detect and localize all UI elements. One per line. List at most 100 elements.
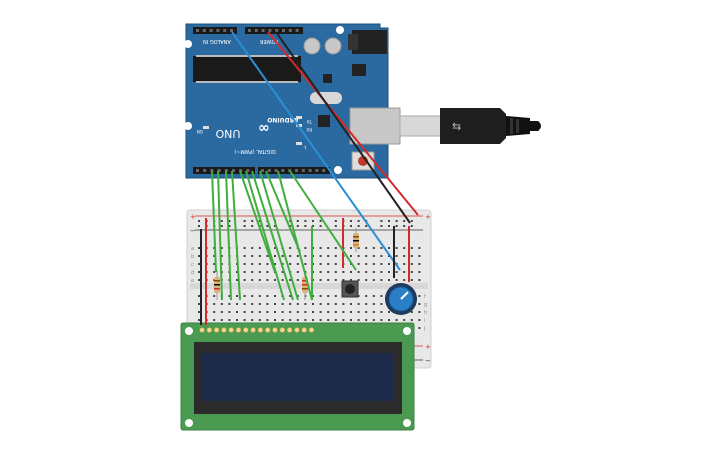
breadboard-hole bbox=[289, 319, 292, 321]
breadboard-hole bbox=[342, 271, 345, 273]
digital-pin[interactable] bbox=[281, 169, 285, 172]
l-label: L bbox=[303, 145, 306, 150]
wire-signal-4[interactable] bbox=[231, 170, 241, 301]
power-pin[interactable] bbox=[268, 29, 272, 32]
resistor-1[interactable] bbox=[214, 270, 220, 300]
digital-pin[interactable] bbox=[210, 169, 214, 172]
lcd-pin[interactable] bbox=[199, 327, 205, 333]
lcd-16x2[interactable] bbox=[180, 322, 415, 431]
breadboard-hole bbox=[228, 295, 231, 297]
wire-analog-blue[interactable] bbox=[231, 31, 401, 271]
push-button-cap[interactable] bbox=[345, 284, 355, 294]
wire-signal-9[interactable] bbox=[265, 170, 301, 253]
resistor-3[interactable] bbox=[353, 228, 359, 252]
power-pin[interactable] bbox=[282, 29, 285, 32]
lcd-pin[interactable] bbox=[221, 327, 227, 333]
lcd-pin[interactable] bbox=[272, 327, 278, 333]
lcd-pin[interactable] bbox=[265, 327, 271, 333]
rail-hole bbox=[388, 225, 390, 227]
potentiometer[interactable] bbox=[385, 283, 417, 315]
breadboard-hole bbox=[395, 279, 398, 281]
breadboard-hole bbox=[365, 271, 368, 273]
analog-pin[interactable] bbox=[196, 29, 199, 32]
breadboard-hole bbox=[327, 271, 330, 273]
wire-signal-5[interactable] bbox=[239, 170, 276, 273]
lcd-pin[interactable] bbox=[250, 327, 256, 333]
lcd-pin[interactable] bbox=[286, 327, 293, 333]
analog-pin[interactable] bbox=[209, 29, 213, 32]
digital-pin[interactable] bbox=[261, 169, 264, 172]
lcd-pin[interactable] bbox=[235, 327, 242, 333]
breadboard-hole bbox=[357, 255, 360, 257]
wire-5v-red[interactable] bbox=[267, 31, 419, 216]
breadboard-hole bbox=[258, 319, 261, 321]
arduino-uno-board[interactable]: ANALOG IN POWER ∞ UNO ARDUINO ON TX RX bbox=[184, 23, 401, 179]
analog-pin[interactable] bbox=[230, 29, 233, 32]
breadboard-hole bbox=[380, 295, 383, 297]
breadboard-hole bbox=[304, 247, 307, 249]
digital-pin[interactable] bbox=[308, 169, 312, 172]
wire-signal-12[interactable] bbox=[289, 170, 357, 271]
breadboard-hole bbox=[418, 327, 421, 329]
breadboard-hole bbox=[236, 311, 238, 313]
digital-pin[interactable] bbox=[196, 169, 199, 172]
breadboard-hole bbox=[274, 279, 276, 281]
wire-signal-10[interactable] bbox=[277, 170, 313, 301]
lcd-pin[interactable] bbox=[294, 327, 300, 333]
breadboard-hole bbox=[327, 311, 330, 313]
digital-pin[interactable] bbox=[217, 169, 221, 172]
breadboard-hole bbox=[296, 319, 299, 321]
breadboard-hole bbox=[395, 247, 398, 249]
digital-pin[interactable] bbox=[203, 169, 207, 172]
breadboard-hole bbox=[198, 271, 200, 273]
digital-pin[interactable] bbox=[232, 169, 235, 172]
usb-cable[interactable]: ⇆ bbox=[399, 108, 541, 144]
power-pin[interactable] bbox=[248, 29, 251, 32]
wire-signal-6[interactable] bbox=[245, 170, 285, 301]
breadboard-hole bbox=[388, 319, 390, 321]
resistor-2-band-2 bbox=[302, 284, 308, 286]
lcd-pin[interactable] bbox=[206, 327, 213, 333]
lcd-pin[interactable] bbox=[257, 327, 264, 333]
analog-pin[interactable] bbox=[216, 29, 220, 32]
breadboard-hole bbox=[319, 263, 322, 265]
digital-pin[interactable] bbox=[246, 169, 250, 172]
lcd-pin[interactable] bbox=[213, 327, 220, 333]
lcd-pin[interactable] bbox=[308, 327, 315, 333]
breadboard-hole bbox=[350, 247, 352, 249]
power-pin[interactable] bbox=[288, 29, 292, 32]
wire-gnd-black[interactable] bbox=[275, 31, 411, 224]
breadboard-hole bbox=[357, 279, 360, 281]
wire-signal-2[interactable] bbox=[217, 170, 223, 301]
digital-pin[interactable] bbox=[301, 169, 305, 172]
analog-pin[interactable] bbox=[223, 29, 227, 32]
analog-pin[interactable] bbox=[202, 29, 206, 32]
breadboard-hole bbox=[258, 295, 261, 297]
rail-hole bbox=[350, 225, 352, 227]
digital-pin[interactable] bbox=[267, 169, 271, 172]
wire-signal-3[interactable] bbox=[225, 170, 232, 301]
lcd-pin[interactable] bbox=[243, 327, 249, 333]
digital-pin[interactable] bbox=[315, 169, 319, 172]
wire-signal-1[interactable] bbox=[211, 170, 217, 273]
wire-signal-7[interactable] bbox=[251, 170, 294, 301]
breadboard-hole bbox=[388, 311, 390, 313]
row-letter-f: f bbox=[424, 294, 426, 300]
wire-signal-8[interactable] bbox=[259, 170, 299, 301]
digital-pin[interactable] bbox=[239, 169, 243, 172]
digital-pin[interactable] bbox=[274, 169, 278, 172]
lcd-pin[interactable] bbox=[279, 327, 285, 333]
power-pin[interactable] bbox=[261, 29, 265, 32]
lcd-pin[interactable] bbox=[228, 327, 234, 333]
digital-pin[interactable] bbox=[224, 169, 228, 172]
lcd-pin[interactable] bbox=[301, 327, 307, 333]
digital-pin[interactable] bbox=[295, 169, 298, 172]
digital-pin[interactable] bbox=[322, 169, 326, 172]
power-pin[interactable] bbox=[275, 29, 279, 32]
rail-hole bbox=[266, 225, 269, 227]
power-pin[interactable] bbox=[254, 29, 258, 32]
power-pin[interactable] bbox=[295, 29, 299, 32]
push-button[interactable] bbox=[341, 280, 359, 298]
breadboard-hole bbox=[243, 247, 246, 249]
digital-pin[interactable] bbox=[288, 169, 292, 172]
